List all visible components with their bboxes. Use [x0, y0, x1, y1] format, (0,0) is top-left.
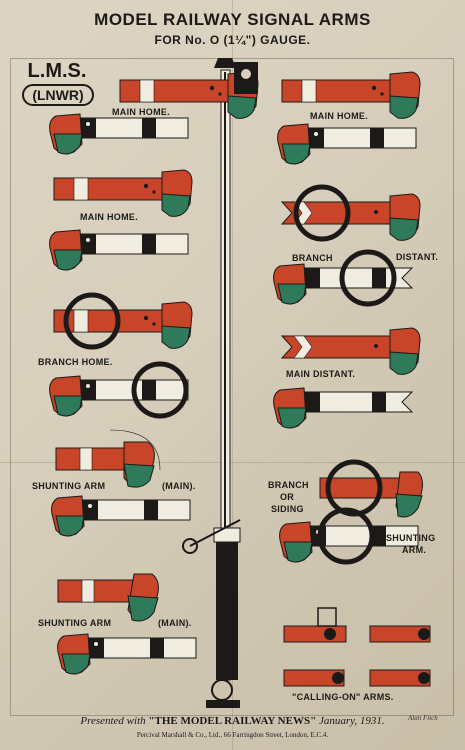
label-branch-home: BRANCH HOME.	[38, 357, 113, 367]
footer-publication: "THE MODEL RAILWAY NEWS"	[148, 715, 317, 727]
label-main-home-3: MAIN HOME.	[310, 111, 368, 121]
main-home-rear-right	[277, 123, 417, 165]
main-distant-rear	[273, 387, 413, 429]
label-shunting-arm-2: SHUNTING ARM	[38, 618, 112, 628]
signal-post	[182, 58, 241, 708]
label-distant: DISTANT.	[396, 252, 439, 262]
sheet-title: MODEL RAILWAY SIGNAL ARMS	[94, 10, 371, 29]
label-main-2: (MAIN).	[158, 618, 192, 628]
label-arm: ARM.	[402, 545, 427, 555]
shunting-rear-2	[57, 633, 197, 675]
branch-distant-arm	[281, 187, 421, 240]
footer-date: January, 1931.	[318, 715, 385, 727]
shunting-arm-main-1	[55, 429, 161, 488]
label-shunting: SHUNTING	[386, 533, 436, 543]
footer-credit: Presented with "THE MODEL RAILWAY NEWS" …	[0, 715, 465, 727]
label-siding: SIDING	[271, 504, 304, 514]
label-branch: BRANCH	[292, 253, 333, 263]
footer-presented: Presented with	[80, 715, 146, 727]
label-shunting-arm-1: SHUNTING ARM	[32, 481, 106, 491]
branch-siding-arm	[319, 462, 423, 518]
footer-publisher: Percival Marshall & Co., Ltd., 66 Farrin…	[136, 731, 329, 739]
label-main-home-2: MAIN HOME.	[80, 212, 138, 222]
fold-line-horizontal	[0, 462, 465, 463]
label-main-home-1: MAIN HOME.	[112, 107, 170, 117]
main-home-rear-1	[49, 113, 189, 155]
label-main-distant: MAIN DISTANT.	[286, 369, 356, 379]
main-distant-arm	[281, 327, 421, 375]
fold-line-vertical	[232, 0, 233, 750]
company-name: L.M.S.	[27, 60, 87, 82]
calling-on-arms	[283, 607, 431, 687]
main-home-arm-2	[53, 169, 193, 217]
branch-home-rear	[49, 364, 188, 416]
post-top-arm	[119, 62, 259, 119]
sheet-subtitle: FOR No. O (1¼") GAUGE.	[154, 33, 311, 47]
label-branch-or: BRANCH	[268, 480, 309, 490]
signature: Alan Fitch	[408, 714, 438, 722]
shunting-rear-1	[51, 495, 191, 537]
label-calling-on: "CALLING-ON" ARMS.	[292, 692, 394, 702]
shunting-arm-main-2	[57, 573, 159, 622]
main-home-rear-2	[49, 229, 189, 271]
branch-home-arm	[53, 295, 193, 348]
label-or: OR	[280, 492, 295, 502]
label-main-1: (MAIN).	[162, 481, 196, 491]
company-subname: (LNWR)	[22, 84, 94, 106]
